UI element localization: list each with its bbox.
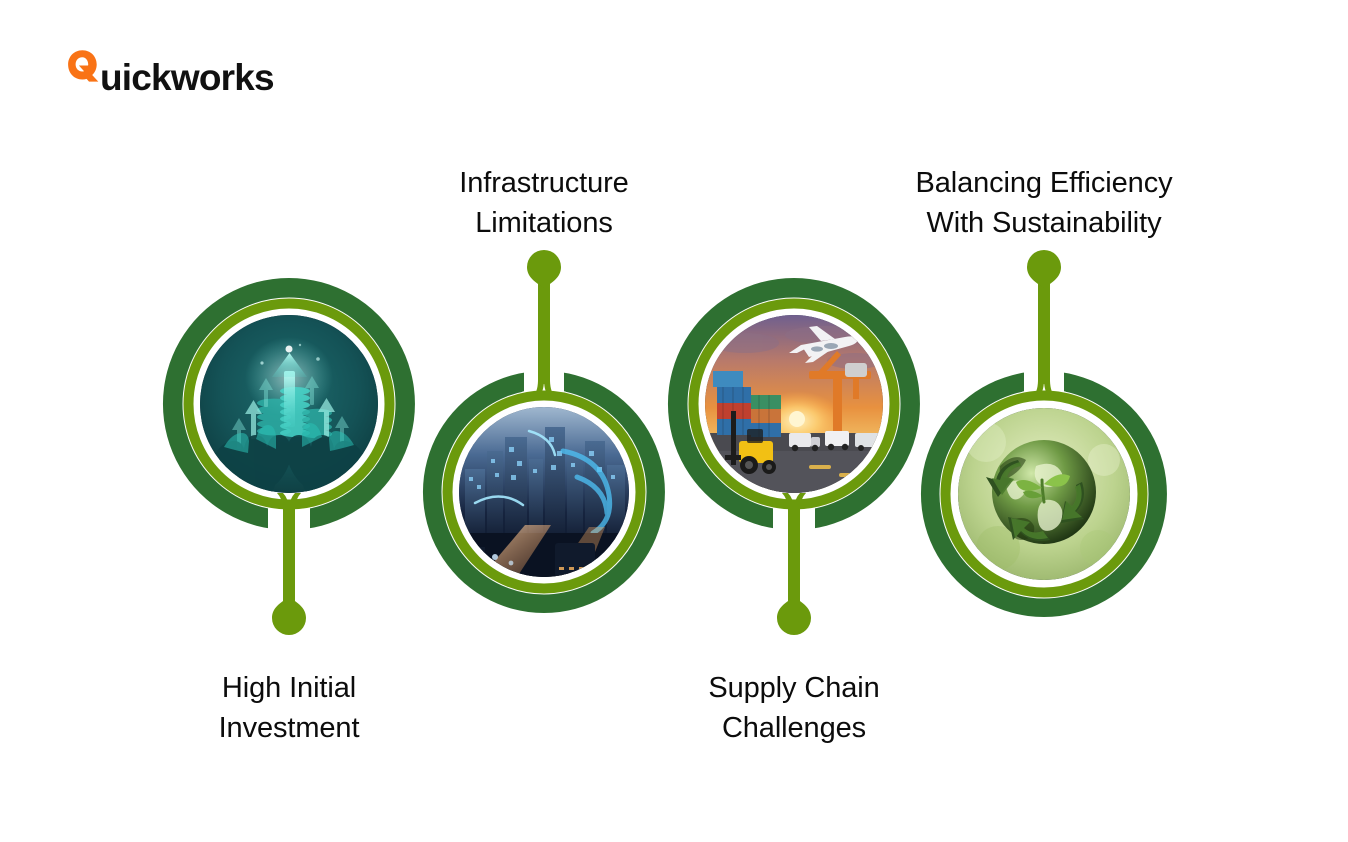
node-1-label: High Initial Investment	[218, 672, 360, 745]
node-1[interactable]	[160, 275, 418, 635]
node-2-image	[459, 407, 629, 577]
node-4-label: Balancing Efficiency With Sustainability	[915, 167, 1173, 240]
node-3[interactable]	[665, 275, 923, 635]
node-4-rings	[920, 250, 1167, 617]
node-1-rings	[162, 278, 415, 635]
node-3-label: Supply Chain Challenges	[708, 672, 880, 745]
logo-q-mark	[66, 48, 100, 90]
node-2[interactable]	[420, 250, 668, 616]
node-2-label: Infrastructure Limitations	[459, 167, 629, 240]
node-2-rings	[422, 250, 665, 613]
node-4[interactable]	[918, 250, 1170, 620]
logo-wordmark: uickworks	[100, 57, 275, 98]
brand-logo: uickworks	[66, 48, 275, 98]
node-3-rings	[667, 278, 920, 635]
node-4-image	[958, 408, 1130, 580]
node-3-image	[705, 315, 883, 493]
node-1-image	[200, 315, 378, 493]
